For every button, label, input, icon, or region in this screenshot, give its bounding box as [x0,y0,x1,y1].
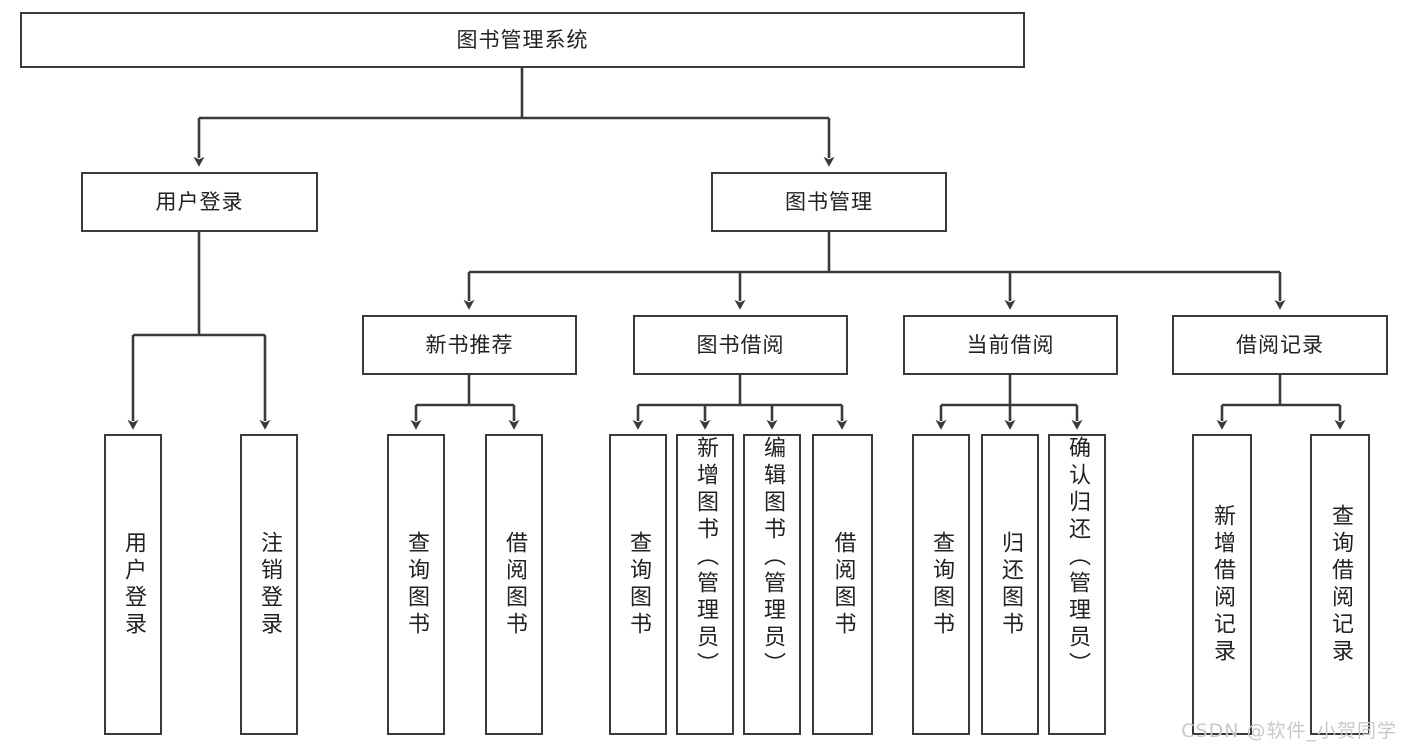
node-borrow-record[interactable]: 借阅记录 [1172,315,1388,375]
node-label: 新增图书（管理员） [693,436,718,679]
leaf-user-login-logout[interactable]: 注销登录 [240,434,298,735]
node-book-borrow[interactable]: 图书借阅 [633,315,848,375]
node-label: 图书管理系统 [456,27,589,52]
node-label: 查询借阅记录 [1328,503,1353,666]
node-user-login[interactable]: 用户登录 [81,172,318,232]
leaf-book-borrow-query[interactable]: 查询图书 [609,434,667,735]
leaf-book-borrow-borrow[interactable]: 借阅图书 [812,434,873,735]
leaf-book-borrow-add[interactable]: 新增图书（管理员） [676,434,734,735]
node-label: 注销登录 [257,530,282,639]
node-label: 归还图书 [998,530,1023,639]
node-label: 借阅图书 [502,530,527,639]
node-root-system[interactable]: 图书管理系统 [20,12,1025,68]
leaf-new-book-borrow[interactable]: 借阅图书 [485,434,543,735]
node-label: 新书推荐 [425,332,514,357]
leaf-current-borrow-query[interactable]: 查询图书 [912,434,970,735]
node-label: 借阅记录 [1236,332,1324,357]
leaf-current-borrow-return[interactable]: 归还图书 [981,434,1039,735]
csdn-watermark: CSDN @软件_小贺同学 [1181,720,1397,742]
node-label: 新增借阅记录 [1210,503,1235,666]
node-label: 当前借阅 [966,332,1055,357]
node-label: 借阅图书 [830,530,856,639]
node-new-book-recommend[interactable]: 新书推荐 [362,315,577,375]
node-label: 查询图书 [626,530,651,639]
node-label: 图书借阅 [696,332,785,357]
leaf-book-borrow-edit[interactable]: 编辑图书（管理员） [743,434,801,735]
node-label: 用户登录 [121,530,146,639]
node-label: 图书管理 [785,189,873,214]
leaf-user-login-login[interactable]: 用户登录 [104,434,162,735]
node-label: 查询图书 [404,530,429,639]
node-book-management[interactable]: 图书管理 [711,172,947,232]
leaf-borrow-record-query[interactable]: 查询借阅记录 [1310,434,1370,735]
leaf-borrow-record-add[interactable]: 新增借阅记录 [1192,434,1252,735]
node-label: 确认归还（管理员） [1065,436,1090,679]
node-label: 用户登录 [155,189,244,214]
leaf-new-book-query[interactable]: 查询图书 [387,434,445,735]
leaf-current-borrow-confirm[interactable]: 确认归还（管理员） [1048,434,1106,735]
node-current-borrow[interactable]: 当前借阅 [903,315,1118,375]
node-label: 编辑图书（管理员） [760,436,785,679]
node-label: 查询图书 [929,530,954,639]
